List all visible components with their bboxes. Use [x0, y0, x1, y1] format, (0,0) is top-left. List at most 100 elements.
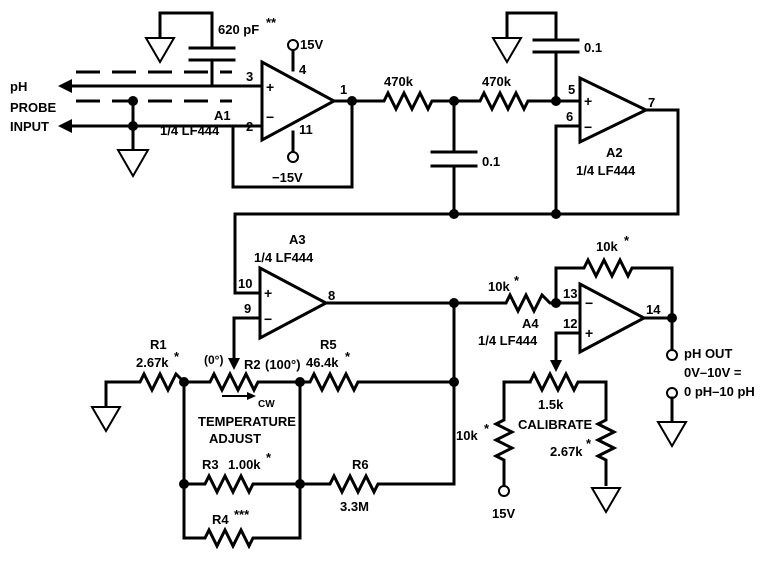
- resistor-470k-2: [454, 89, 556, 113]
- a1-pin-out: 1: [340, 82, 347, 97]
- a2-pin-out: 7: [648, 95, 655, 110]
- amp-a3: + − 10 9 8 A3 1/4 LF444: [228, 232, 502, 370]
- resistor-470k-1: [378, 89, 454, 113]
- a1-pin-inv: 2: [246, 119, 253, 134]
- cal-value: 1.5k: [538, 397, 564, 412]
- resistor-10k-cal: [492, 415, 516, 486]
- ground-icon: [590, 487, 622, 514]
- junction-dot: [551, 209, 561, 219]
- c-guard-label: 620 pF: [218, 22, 259, 37]
- c-filter1-label: 0.1: [584, 40, 602, 55]
- r4-name: R4: [212, 512, 229, 527]
- op-amp-a3-symbol: [258, 265, 330, 341]
- r2-dir: CW: [258, 399, 275, 410]
- a2-minus: −: [584, 119, 592, 135]
- a1-pin-vminus: 11: [299, 122, 313, 137]
- resistor-r6: [300, 472, 454, 496]
- r2-left: (0°): [204, 353, 223, 367]
- output-terminal: [666, 349, 678, 361]
- r-a4-in-label: 10k: [488, 279, 510, 294]
- supply-terminal: [287, 39, 299, 51]
- cal-label: CALIBRATE: [518, 417, 592, 432]
- junction-dot: [449, 209, 459, 219]
- a1-plus: +: [266, 79, 274, 95]
- junction-dot: [128, 121, 138, 131]
- resistor-10k-feedback: [556, 256, 672, 280]
- a1-pin-noninv: 3: [246, 69, 253, 84]
- op-amp-a1-symbol: [260, 59, 338, 143]
- c-guard-star: **: [266, 15, 277, 30]
- calibrate-network: 1.5k CALIBRATE 10k * 15V 2.67k *: [456, 370, 622, 521]
- amp-a1: + − 3 2 15V 4 −15V 11 1 A1 1/4 LF444: [160, 37, 380, 189]
- cal-r-left-star: *: [484, 421, 490, 436]
- r5-star: *: [345, 349, 351, 364]
- a3-pin-inv: 9: [244, 301, 251, 316]
- a3-name: A3: [289, 232, 306, 247]
- a3-plus: +: [264, 285, 272, 301]
- r3-name: R3: [202, 457, 219, 472]
- output-label-1: pH OUT: [684, 346, 732, 361]
- resistor-r1: [135, 370, 186, 394]
- a2-part: 1/4 LF444: [576, 163, 636, 178]
- potentiometer-calibrate: [528, 370, 606, 394]
- r-a4-in-star: *: [514, 273, 520, 288]
- cw-arrow-icon: [247, 392, 256, 400]
- r-filter1-label: 470k: [384, 74, 414, 89]
- guard-capacitor: 620 pF **: [144, 11, 277, 88]
- a4-pin-noninv: 12: [563, 316, 577, 331]
- r-filter2-label: 470k: [482, 74, 512, 89]
- r5-name: R5: [320, 337, 337, 352]
- r1-value: 2.67k: [136, 355, 169, 370]
- a3-minus: −: [264, 311, 272, 327]
- a1-vplus-label: 15V: [300, 37, 323, 52]
- ground-icon: [144, 37, 176, 64]
- a2-pin-noninv: 5: [568, 82, 575, 97]
- r-a4-fb-star: *: [624, 233, 630, 248]
- ground-icon: [116, 149, 150, 179]
- ground-icon: [491, 37, 523, 64]
- resistor-r5: [300, 370, 454, 394]
- a3-part: 1/4 LF444: [254, 250, 314, 265]
- a1-vminus-label: −15V: [272, 170, 303, 185]
- r6-value: 3.3M: [340, 499, 369, 514]
- junction-dot: [128, 96, 138, 106]
- resistor-10k-in: [500, 291, 556, 315]
- a4-part: 1/4 LF444: [478, 333, 538, 348]
- a1-minus: −: [266, 109, 274, 125]
- ph-input-arrow-icon: [58, 79, 72, 93]
- ground-input-arrow-icon: [58, 119, 72, 133]
- r1-star: *: [174, 349, 180, 364]
- potentiometer-r2: [184, 370, 300, 394]
- a2-name: A2: [606, 145, 623, 160]
- r1-name: R1: [150, 337, 167, 352]
- junction-dot: [179, 479, 189, 489]
- r2-name: R2: [244, 357, 261, 372]
- input-section: pH PROBE INPUT: [10, 70, 234, 179]
- a4-pin-inv: 13: [563, 286, 577, 301]
- cal-r-left-label: 10k: [456, 428, 478, 443]
- input-label-ph: pH: [10, 79, 27, 94]
- resistor-r3: [184, 472, 300, 496]
- ground-icon: [90, 406, 122, 433]
- temp-label-2: ADJUST: [209, 431, 261, 446]
- wiper-arrow-icon: [550, 360, 562, 372]
- resistor-2.67k-cal: [594, 415, 618, 486]
- r3-value: 1.00k: [228, 457, 261, 472]
- a4-plus: +: [585, 325, 593, 341]
- supply-terminal: [498, 485, 510, 497]
- a4-pin-out: 14: [646, 302, 661, 317]
- r3-star: *: [266, 450, 272, 465]
- r5-value: 46.4k: [306, 355, 339, 370]
- r6-name: R6: [352, 457, 369, 472]
- a3-pin-out: 8: [328, 288, 335, 303]
- input-label-probe: PROBE: [10, 100, 57, 115]
- a1-name: A1: [214, 108, 231, 123]
- resistor-r4: [184, 526, 300, 550]
- op-amp-a4-symbol: [578, 281, 648, 355]
- r4-star: ***: [234, 507, 250, 522]
- cal-supply-label: 15V: [492, 506, 515, 521]
- wiper-arrow-icon: [228, 358, 240, 370]
- op-amp-a2-symbol: [578, 75, 650, 145]
- a4-minus: −: [585, 295, 593, 311]
